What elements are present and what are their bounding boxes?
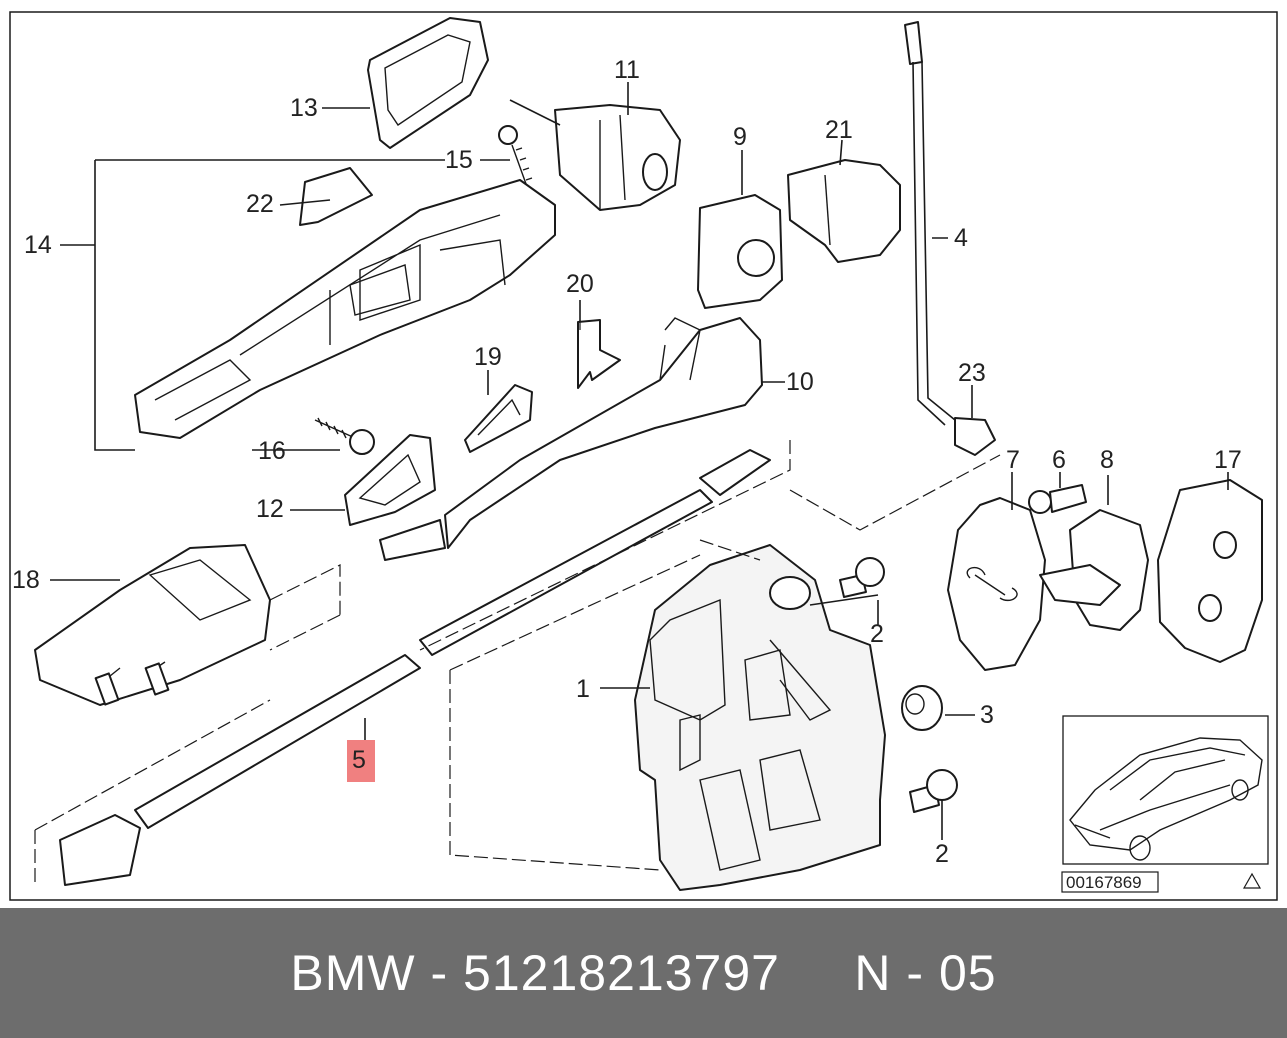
callout-22: 22 — [246, 190, 274, 218]
callout-17: 17 — [1214, 446, 1242, 474]
callout-16: 16 — [258, 437, 286, 465]
part-20-clip[interactable] — [577, 319, 621, 389]
callout-8: 8 — [1100, 446, 1114, 474]
callout-18: 18 — [12, 566, 40, 594]
callout-6: 6 — [1052, 446, 1066, 474]
parts-diagram: 13 11 15 9 21 22 14 4 20 19 10 23 16 7 6… — [9, 11, 1278, 901]
part-23-connector[interactable] — [954, 417, 996, 456]
callout-4: 4 — [954, 224, 968, 252]
part-number-banner: BMW - 51218213797 N - 05 — [0, 908, 1287, 1038]
reference-code-box — [1061, 871, 1159, 893]
part-7-cover[interactable] — [947, 497, 1046, 671]
callout-23: 23 — [958, 359, 986, 387]
callout-2-upper: 2 — [870, 620, 884, 648]
callout-5: 5 — [352, 746, 366, 774]
part-6-screw[interactable] — [1028, 484, 1087, 514]
warning-triangle-icon — [1242, 872, 1262, 889]
part-4-rod[interactable] — [904, 21, 956, 426]
callout-13: 13 — [290, 94, 318, 122]
part-10-outer-handle[interactable] — [444, 317, 763, 549]
callout-12: 12 — [256, 495, 284, 523]
callout-20: 20 — [566, 270, 594, 298]
callout-11: 11 — [614, 56, 640, 84]
separator: - — [415, 945, 464, 1001]
callout-10: 10 — [786, 368, 814, 396]
callout-9: 9 — [733, 123, 747, 151]
spacer — [780, 944, 854, 1002]
callout-3: 3 — [980, 701, 994, 729]
part-19-seal[interactable] — [464, 384, 533, 453]
callout-21: 21 — [825, 116, 853, 144]
part-5-cable[interactable] — [59, 449, 771, 886]
part-17-plate[interactable] — [1157, 479, 1263, 663]
part-22-clip[interactable] — [299, 167, 373, 226]
part-21-end-cap[interactable] — [787, 159, 901, 263]
callout-14: 14 — [24, 231, 52, 259]
callout-15: 15 — [445, 146, 473, 174]
callout-19: 19 — [474, 343, 502, 371]
part-16-screw[interactable] — [314, 417, 375, 455]
part-2-bolt-upper[interactable] — [839, 557, 885, 598]
part-number: 51218213797 — [463, 945, 780, 1001]
diagram-position: N - 05 — [854, 945, 997, 1001]
part-13-gasket[interactable] — [367, 17, 489, 149]
part-14-handle-carrier[interactable] — [134, 179, 556, 439]
callout-2-lower: 2 — [935, 840, 949, 868]
diagram-border — [9, 11, 1278, 901]
part-1-door-lock[interactable] — [634, 544, 886, 891]
part-2-bolt-lower[interactable] — [909, 769, 958, 813]
exploded-view-drawing: 13 11 15 9 21 22 14 4 20 19 10 23 16 7 6… — [9, 11, 1278, 901]
part-15-screw[interactable] — [498, 125, 533, 196]
part-3-grommet[interactable] — [901, 685, 943, 731]
callout-7: 7 — [1006, 446, 1020, 474]
part-12-gasket[interactable] — [344, 434, 446, 561]
part-8-striker[interactable] — [1039, 509, 1149, 631]
reference-code: 00167869 — [1066, 873, 1142, 892]
vehicle-locator-inset — [1062, 715, 1269, 865]
callout-1: 1 — [576, 675, 590, 703]
part-11-lock-cylinder[interactable] — [509, 99, 681, 211]
part-9-cap[interactable] — [697, 194, 783, 309]
callout-5-highlight — [347, 740, 375, 782]
part-18-inner-handle[interactable] — [34, 544, 271, 706]
brand-name: BMW — [290, 945, 416, 1001]
